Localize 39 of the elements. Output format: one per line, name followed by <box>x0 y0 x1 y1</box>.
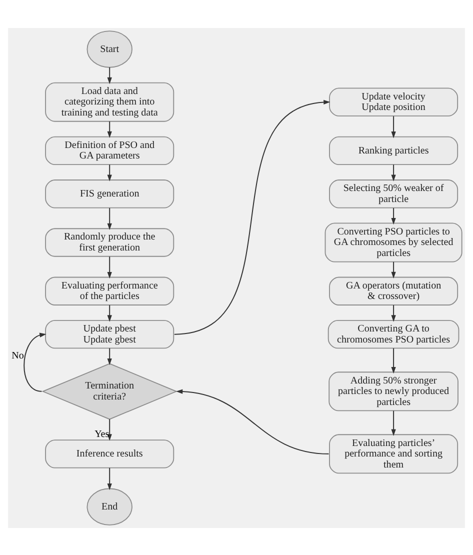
node-box: Ranking particles <box>329 136 458 165</box>
arrow <box>107 467 112 490</box>
arrow <box>391 304 396 322</box>
arrow <box>107 256 112 278</box>
node-box: Definition of PSO and GA parameters <box>45 136 174 165</box>
node-box: Load data and categorizing them into training and testing data <box>45 82 174 122</box>
arrow <box>107 66 112 84</box>
arrow <box>174 99 330 334</box>
node-diamond: Termination criteria? <box>42 362 178 420</box>
node-ellipse: End <box>86 488 132 525</box>
arrow <box>107 208 112 230</box>
arrow <box>391 208 396 224</box>
node-box: Update velocity Update position <box>329 87 458 116</box>
arrow <box>391 164 396 181</box>
node-box: Converting PSO particles to GA chromosomes by selected particles <box>324 222 462 262</box>
arrow <box>107 164 112 181</box>
node-box: Evaluating particles’ performance and sorting them <box>329 434 458 474</box>
arrow <box>176 388 329 454</box>
node-box: Randomly produce the first generation <box>45 228 174 256</box>
node-box: Selecting 50% weaker of particle <box>329 179 458 208</box>
node-box: Evaluating performance of the particles <box>45 276 174 305</box>
node-ellipse: Start <box>86 30 132 68</box>
edge-label: Yes <box>94 428 110 440</box>
arrow <box>391 261 396 278</box>
node-box: FIS generation <box>45 179 174 208</box>
node-box: GA operators (mutation & crossover) <box>329 276 458 305</box>
arrow <box>107 304 112 322</box>
node-box: Adding 50% stronger particles to newly produced particles <box>328 371 458 411</box>
node-box: Update pbest Update gbest <box>45 319 174 348</box>
arrow <box>24 332 46 392</box>
arrow <box>107 418 112 440</box>
arrow <box>391 410 396 436</box>
arrow <box>107 120 112 138</box>
node-box: Converting GA to chromosomes PSO particles <box>328 319 460 348</box>
node-box: Inference results <box>45 439 174 468</box>
arrow <box>391 348 396 374</box>
arrow <box>107 348 112 365</box>
arrow <box>391 116 396 138</box>
edge-label: No <box>12 350 24 362</box>
